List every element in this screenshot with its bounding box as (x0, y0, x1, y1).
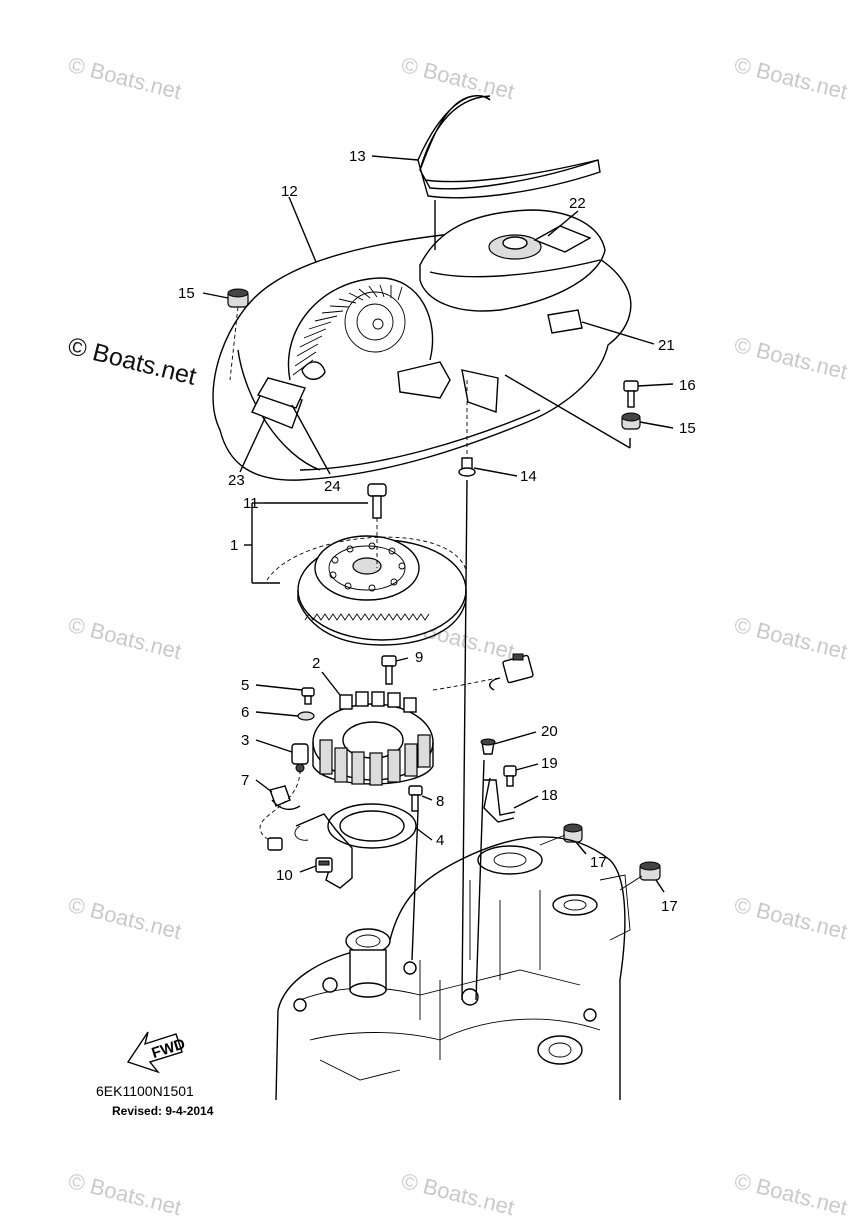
sensor-wire (259, 769, 301, 851)
callout-4: 4 (436, 832, 444, 849)
callout-15: 15 (178, 285, 195, 302)
part-10-connector (315, 857, 333, 873)
callout-22: 22 (569, 195, 586, 212)
part-3-sensor (291, 743, 309, 773)
callout-10: 10 (276, 867, 293, 884)
callout-1: 1 (230, 537, 238, 554)
part-14-collar (458, 457, 476, 477)
part-1-flywheel (266, 535, 467, 646)
callout-23: 23 (228, 472, 245, 489)
callout-12: 12 (281, 183, 298, 200)
leader-lines (202, 155, 674, 1001)
part-2-stator (312, 691, 434, 786)
part-8-bolt (408, 785, 423, 812)
stator-connector (432, 653, 534, 691)
callout-3: 3 (241, 732, 249, 749)
part-20-plug (480, 738, 496, 755)
part-13-seal (417, 94, 601, 199)
callout-24: 24 (324, 478, 341, 495)
part-11-bolt (367, 483, 387, 519)
callout-17-right: 17 (661, 898, 678, 915)
part-15-grommet (227, 288, 249, 308)
callout-15-right: 15 (679, 420, 696, 437)
callout-18: 18 (541, 787, 558, 804)
callout-17: 17 (590, 854, 607, 871)
callout-19: 19 (541, 755, 558, 772)
part-19-bolt (503, 765, 517, 787)
callout-9: 9 (415, 649, 423, 666)
callout-20: 20 (541, 723, 558, 740)
callout-5: 5 (241, 677, 249, 694)
part-18-bracket (483, 777, 516, 823)
part-9-bolt (381, 655, 397, 685)
callout-13: 13 (349, 148, 366, 165)
engine-block (275, 834, 643, 1101)
part-17-grommet (563, 823, 583, 843)
callout-11: 11 (243, 495, 259, 512)
revision-date: Revised: 9-4-2014 (112, 1104, 214, 1118)
part-4-pulser-coil (294, 803, 417, 889)
callout-14: 14 (520, 468, 537, 485)
part-16-bolt (623, 380, 639, 408)
drawing-code: 6EK1100N1501 (96, 1083, 194, 1099)
callout-21: 21 (658, 337, 675, 354)
part-12-flywheel-cover (212, 209, 632, 481)
part-6-washer (297, 711, 315, 721)
part-7-clamp (269, 785, 301, 811)
callout-6: 6 (241, 704, 249, 721)
callout-8: 8 (436, 793, 444, 810)
callout-2: 2 (312, 655, 320, 672)
callout-7: 7 (241, 772, 249, 789)
callout-numbers: 13 12 22 15 21 16 15 14 23 24 11 1 9 2 5… (178, 148, 696, 915)
fwd-label: FWD (150, 1035, 188, 1062)
callout-16: 16 (679, 377, 696, 394)
fwd-arrow-icon: FWD (126, 1031, 188, 1074)
part-5-bolt (301, 687, 315, 705)
part-15-grommet-right (621, 412, 641, 430)
part-17-grommet-2 (639, 861, 661, 881)
